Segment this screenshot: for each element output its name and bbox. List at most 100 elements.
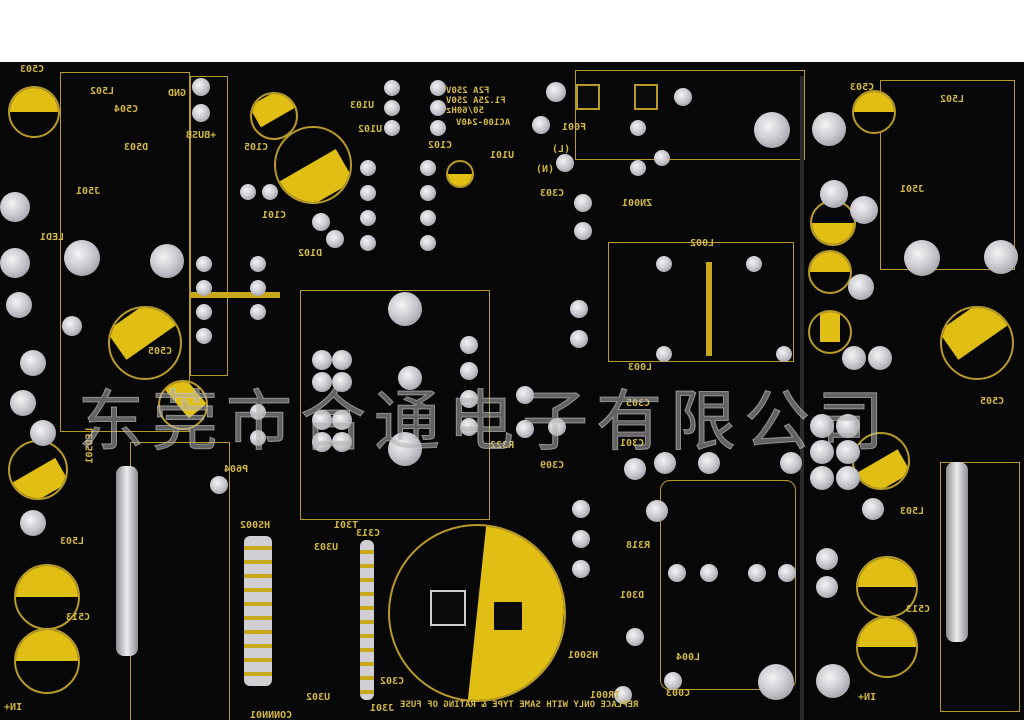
pad — [20, 350, 46, 376]
pad — [196, 328, 212, 344]
silk-label: C513 — [906, 604, 931, 615]
heatsink-bar — [116, 466, 138, 656]
pad — [748, 564, 766, 582]
silk-label: U101 — [490, 150, 515, 161]
capacitor-c103 — [446, 160, 474, 188]
pad — [192, 78, 210, 96]
pad — [570, 330, 588, 348]
pad — [420, 235, 436, 251]
pad — [312, 350, 332, 370]
silk-label: C003 — [666, 688, 691, 699]
pad — [572, 530, 590, 548]
silk-label: C105 — [244, 142, 269, 153]
pad — [546, 82, 566, 102]
pad — [360, 160, 376, 176]
pad — [654, 150, 670, 166]
pad — [210, 476, 228, 494]
pad — [332, 350, 352, 370]
board-split-gap — [800, 76, 804, 720]
pad — [20, 510, 46, 536]
pad — [754, 112, 790, 148]
pad — [312, 410, 332, 430]
trace-outline — [575, 70, 805, 160]
silk-label: +BUSB — [186, 130, 217, 141]
pad — [398, 366, 422, 390]
pad — [614, 686, 632, 704]
pad — [6, 292, 32, 318]
pad-square — [430, 590, 466, 626]
trace-outline — [60, 72, 190, 432]
silk-label: D301 — [620, 590, 645, 601]
capacitor-c302-large — [388, 524, 566, 702]
spec-text: F2A 250V — [446, 86, 490, 96]
pad — [574, 222, 592, 240]
capacitor — [856, 616, 918, 678]
pad — [674, 88, 692, 106]
pad — [10, 390, 36, 416]
capacitor — [14, 628, 80, 694]
pad — [420, 185, 436, 201]
pad — [196, 280, 212, 296]
capacitor-c503b — [108, 306, 182, 380]
pad — [250, 280, 266, 296]
trace-outline — [190, 76, 228, 376]
pad — [196, 256, 212, 272]
pad — [758, 664, 794, 700]
silk-label: C503 — [20, 64, 45, 75]
pad — [192, 104, 210, 122]
pad — [664, 672, 682, 690]
trace-outline — [660, 480, 796, 690]
silk-label: J501 — [900, 184, 925, 195]
pad — [574, 194, 592, 212]
silk-label: J501 — [76, 186, 101, 197]
silk-label: CONNN01 — [250, 710, 293, 721]
pad — [746, 256, 762, 272]
pad — [572, 500, 590, 518]
silk-label: D102 — [298, 248, 323, 259]
pad — [984, 240, 1018, 274]
pad — [850, 196, 878, 224]
pad — [420, 160, 436, 176]
pad — [626, 628, 644, 646]
pad — [836, 466, 860, 490]
pad — [630, 160, 646, 176]
silk-label: L502 — [90, 86, 115, 97]
pad — [516, 420, 534, 438]
pin-header-hs002 — [244, 536, 272, 686]
silk-label: HS001 — [568, 650, 599, 661]
pad — [810, 440, 834, 464]
fuse-warning-text: REPLACE ONLY WITH SAME TYPE & RATING OF … — [400, 700, 639, 710]
pad — [816, 664, 850, 698]
silk-label: C504 — [114, 104, 139, 115]
silk-label: U103 — [350, 100, 375, 111]
silk-label: U302 — [306, 692, 331, 703]
pad — [262, 184, 278, 200]
pad — [0, 248, 30, 278]
silk-label: C503 — [850, 82, 875, 93]
silk-label: C302 — [380, 676, 405, 687]
fuse-holder — [634, 84, 658, 110]
pad — [460, 362, 478, 380]
pad — [516, 386, 534, 404]
trace-outline — [940, 462, 1020, 712]
trace-outline — [608, 242, 794, 362]
silk-label: T301 — [334, 520, 359, 531]
capacitor-c101 — [274, 126, 352, 204]
silk-label: (L) — [552, 144, 571, 155]
pad — [842, 346, 866, 370]
pad — [460, 418, 478, 436]
pad — [700, 564, 718, 582]
pad — [868, 346, 892, 370]
pad — [778, 564, 796, 582]
silk-label: L004 — [676, 652, 701, 663]
pad — [332, 432, 352, 452]
silk-label: C303 — [540, 188, 565, 199]
silk-label: HS002 — [240, 520, 271, 531]
pad — [64, 240, 100, 276]
pad — [0, 192, 30, 222]
pad — [240, 184, 256, 200]
trace-yellow — [190, 292, 280, 298]
pad — [30, 420, 56, 446]
silk-label: D503 — [124, 142, 149, 153]
silk-label: IN+ — [4, 702, 23, 713]
